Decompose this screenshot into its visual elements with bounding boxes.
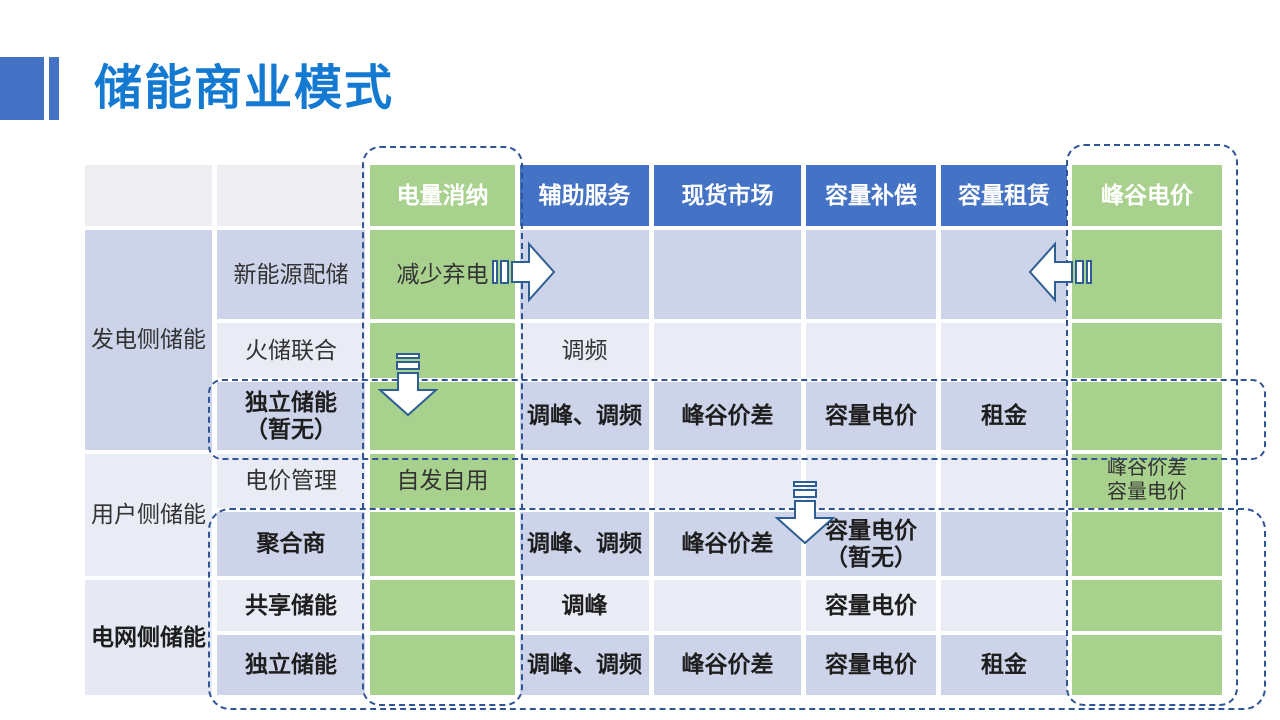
table-cell: 峰谷价差 容量电价 <box>1072 454 1222 508</box>
striped-left-arrow-icon <box>1028 241 1092 303</box>
slide-title: 储能商业模式 <box>94 62 395 115</box>
table-cell: 调峰、调频 <box>520 382 649 450</box>
highlight-market-rows-block <box>208 508 1266 710</box>
group-user-side: 用户侧储能 <box>85 454 212 576</box>
striped-right-arrow-icon <box>492 241 556 303</box>
row-label-independent-storage: 独立储能 <box>217 635 365 695</box>
table-cell <box>806 454 936 508</box>
table-cell: 自发自用 <box>370 454 515 508</box>
table-cell <box>520 454 649 508</box>
table-cell: 租金 <box>941 635 1067 695</box>
table-cell <box>1072 382 1222 450</box>
table-cell: 调峰 <box>520 580 649 631</box>
table-cell <box>941 512 1067 576</box>
column-header-spot-market: 现货市场 <box>654 165 801 226</box>
table-cell <box>806 230 936 319</box>
table-cell <box>1072 512 1222 576</box>
header-cell-type <box>217 165 365 226</box>
group-generation-side: 发电侧储能 <box>85 230 212 450</box>
table-cell <box>941 454 1067 508</box>
table-cell: 调峰、调频 <box>520 512 649 576</box>
table-cell <box>370 512 515 576</box>
title-accent-square <box>0 57 44 120</box>
table-cell: 容量电价 <box>806 635 936 695</box>
table-cell <box>654 323 801 378</box>
table-cell <box>806 323 936 378</box>
highlight-independent-storage-row <box>208 379 1266 460</box>
table-cell: 峰谷价差 <box>654 635 801 695</box>
table-cell <box>1072 323 1222 378</box>
table-cell <box>654 580 801 631</box>
column-header-capacity-compensation: 容量补偿 <box>806 165 936 226</box>
table-cell <box>654 454 801 508</box>
title-accent-bar <box>49 57 59 120</box>
column-header-capacity-leasing: 容量租赁 <box>941 165 1067 226</box>
row-label-renewable-plus-storage: 新能源配储 <box>217 230 365 319</box>
highlight-energy-absorption-column <box>362 146 523 706</box>
column-header-peak-valley-price: 峰谷电价 <box>1072 165 1222 226</box>
row-label-thermal-storage-joint: 火储联合 <box>217 323 365 378</box>
table-cell: 调频 <box>520 323 649 378</box>
column-header-ancillary-services: 辅助服务 <box>520 165 649 226</box>
table-cell: 调峰、调频 <box>520 635 649 695</box>
group-grid-side: 电网侧储能 <box>85 580 212 695</box>
table-cell: 峰谷价差 <box>654 382 801 450</box>
row-label-price-management: 电价管理 <box>217 454 365 508</box>
table-cell <box>370 580 515 631</box>
table-cell <box>1072 635 1222 695</box>
table-cell <box>654 230 801 319</box>
table-cell <box>941 323 1067 378</box>
table-cell: 租金 <box>941 382 1067 450</box>
striped-down-arrow-generation-icon <box>377 353 439 417</box>
table-cell: 峰谷价差 <box>654 512 801 576</box>
table-cell <box>1072 230 1222 319</box>
table-cell <box>370 323 515 378</box>
table-cell: 减少弃电 <box>370 230 515 319</box>
highlight-peak-valley-price-column <box>1066 144 1238 706</box>
striped-down-arrow-user-icon <box>774 481 836 545</box>
table-cell: 容量电价 <box>806 382 936 450</box>
row-label-aggregator: 聚合商 <box>217 512 365 576</box>
column-header-energy-absorption: 电量消纳 <box>370 165 515 226</box>
row-label-independent-storage-none: 独立储能 （暂无） <box>217 382 365 450</box>
table-cell <box>941 580 1067 631</box>
table-cell <box>1072 580 1222 631</box>
header-cell-group <box>85 165 212 226</box>
row-label-shared-storage: 共享储能 <box>217 580 365 631</box>
table-cell: 容量电价 <box>806 580 936 631</box>
table-cell <box>370 635 515 695</box>
